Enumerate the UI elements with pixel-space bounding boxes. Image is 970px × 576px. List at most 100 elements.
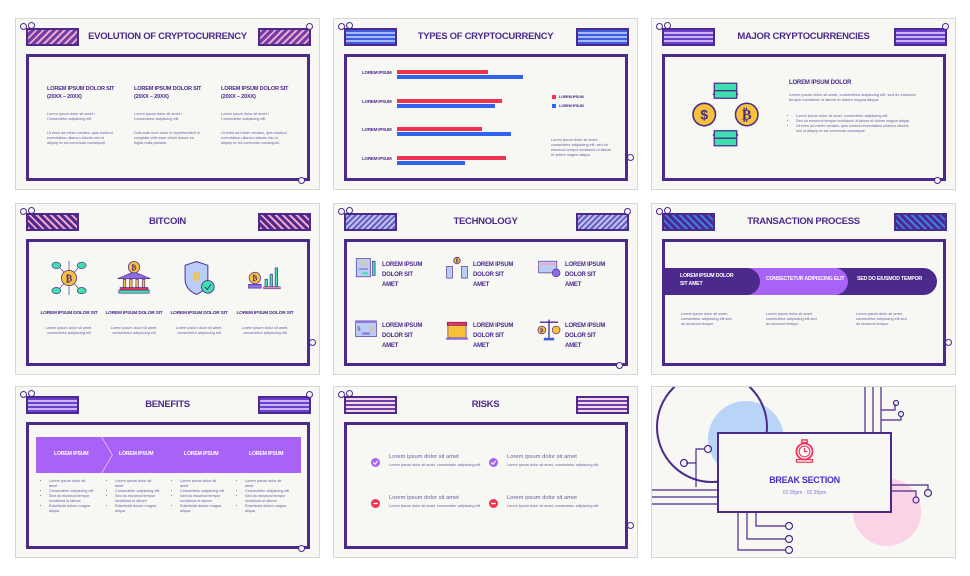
step-label: CONSECTETUR ADIPISCING ELIT [766, 276, 845, 282]
slide-5[interactable]: TECHNOLOGY ₿ LOREM IPSUM DOLOR SIT AMET ₿ LO… [333, 203, 638, 375]
check-circle-icon [371, 454, 380, 467]
benefit-chevron [232, 437, 301, 473]
bullet-item: Consectetur adipiscing elit [180, 489, 225, 494]
pattern-box-left [344, 28, 397, 46]
check-circle-icon [489, 454, 498, 467]
circuit-node-icon [624, 208, 631, 215]
slide-title: TECHNOLOGY [453, 216, 518, 227]
benefit-chevron [36, 437, 112, 473]
bar-category-label: LOREM IPSUM [362, 127, 392, 132]
benefit-bullets: Lorem ipsum dolor sit ametConsectetur ad… [42, 479, 94, 514]
item-text: LOREM IPSUM DOLOR SIT AMET [473, 262, 514, 288]
svg-text:₿: ₿ [361, 260, 365, 267]
bitcoin-network-icon: ₿ [50, 258, 88, 298]
circuit-node-icon [20, 391, 27, 398]
step-text: Lorem ipsum dolor sit amet, consectetur … [856, 312, 907, 326]
benefit-label: LOREM IPSUM [249, 451, 284, 457]
minus-circle-icon [489, 495, 498, 508]
column-body: Ut enim ad minim veniam, quis nostrud ex… [47, 131, 113, 145]
circuit-node-icon [934, 177, 941, 184]
pattern-box-right [576, 28, 629, 46]
item-heading: Lorem ipsum dolor sit amet [389, 495, 459, 501]
slide-3[interactable]: MAJOR CRYPTOCURRENCIES $₿LOREM IPSUM DOL… [651, 18, 956, 190]
bullet-item: Sed do eiusmod tempor incididunt ut labo… [49, 494, 94, 504]
circuit-node-icon [20, 208, 27, 215]
svg-text:$: $ [358, 327, 361, 333]
bitcoin-bank-icon: ₿ [115, 258, 153, 298]
column-period: (20XX – 20XX) [47, 94, 82, 100]
benefit-bullets: Lorem ipsum dolor sit ametConsectetur ad… [173, 479, 225, 514]
circuit-node-icon [627, 154, 634, 161]
bar-category-label: LOREM IPSUM [362, 98, 392, 104]
content-frame [344, 239, 628, 366]
svg-text:₿: ₿ [66, 272, 73, 284]
pattern-box-left [26, 28, 79, 46]
circuit-node-icon [616, 362, 623, 369]
legend-swatch [552, 95, 556, 99]
step-text: Lorem ipsum dolor sit amet, consectetur … [766, 312, 817, 326]
process-step-3[interactable] [837, 268, 937, 295]
pattern-box-right [576, 396, 629, 414]
svg-text:₿: ₿ [540, 327, 544, 334]
item-heading: Lorem ipsum dolor sit amet [389, 454, 459, 460]
item-text: LOREM IPSUM DOLOR SIT AMET [382, 262, 423, 288]
bullet-item: Lorem ipsum dolor sit amet [180, 479, 225, 489]
item-text: Lorem ipsum dolor sit amet, consectetur … [389, 504, 481, 508]
bullet-item: Edsefsdat dolore magna aliqua [245, 504, 290, 514]
process-step-1[interactable] [662, 268, 760, 295]
benefit-chevron [102, 437, 178, 473]
circuit-node-icon [338, 208, 345, 215]
bullet-item: Lorem ipsum dolor sit amet, consectetur … [796, 114, 914, 119]
bar-category-label: LOREM IPSUM [362, 70, 392, 75]
pattern-box-left [26, 213, 79, 231]
bitcoin-shield-icon: ₿ [180, 258, 218, 298]
pattern-box-left [26, 396, 79, 414]
circuit-node-icon [942, 23, 949, 30]
bullet-item: Sed do eiusmod tempor incididunt ut labo… [245, 494, 290, 504]
svg-text:₿: ₿ [192, 271, 200, 283]
bullet-item: Lorem ipsum dolor sit amet [115, 479, 160, 489]
bullet-item: Edsefsdat dolore magna aliqua [180, 504, 225, 514]
column-subtitle: Lorem ipsum dolor sit amet / Consectetur… [221, 112, 269, 121]
pattern-box-left [662, 28, 715, 46]
slide-title: MAJOR CRYPTOCURRENCIES [737, 31, 870, 42]
bullet-item: Edsefsdat dolore magna aliqua [115, 504, 160, 514]
circuit-node-icon [28, 22, 35, 29]
legend-label: LOREM IPSUM [559, 104, 584, 108]
bullet-item: Sed do eiusmod tempor incididunt ut labo… [115, 494, 160, 504]
content-frame [344, 422, 628, 549]
bullet-item: Lorem ipsum dolor sit amet [245, 479, 290, 489]
bullet-item: Edsefsdat dolore magna aliqua [49, 504, 94, 514]
bar-red [397, 127, 482, 131]
circuit-node-icon [338, 391, 345, 398]
item-text: Lorem ipsum dolor sit amet, consectetur … [175, 326, 223, 335]
circuit-node-icon [309, 339, 316, 346]
bitcoin-growth-chart-icon: ₿ [246, 258, 284, 298]
circuit-node-icon [627, 522, 634, 529]
item-heading: LOREM IPSUM DOLOR SIT [105, 311, 163, 316]
pattern-box-right [258, 396, 311, 414]
circuit-node-icon [664, 22, 671, 29]
svg-text:₿: ₿ [370, 326, 374, 333]
column-period: (20XX – 20XX) [134, 94, 169, 100]
legend-swatch [552, 104, 556, 108]
column-heading: LOREM IPSUM DOLOR SIT [134, 86, 202, 92]
bullet-item: Ut enim ad minim veniam, quis nostrud ex… [796, 124, 914, 134]
content-frame [662, 239, 946, 366]
crypto-exchange-icon: $₿ [688, 77, 763, 152]
bitcoin-store-icon [444, 317, 470, 343]
circuit-node-icon [346, 22, 353, 29]
column-subtitle: Lorem ipsum dolor sit amet / Consectetur… [47, 112, 95, 121]
benefit-bullets: Lorem ipsum dolor sit ametConsectetur ad… [108, 479, 160, 514]
circuit-node-icon [298, 177, 305, 184]
column-heading: LOREM IPSUM DOLOR SIT [47, 86, 115, 92]
pattern-box-left [344, 396, 397, 414]
break-time: 01:00pm - 01:30pm [782, 490, 827, 496]
